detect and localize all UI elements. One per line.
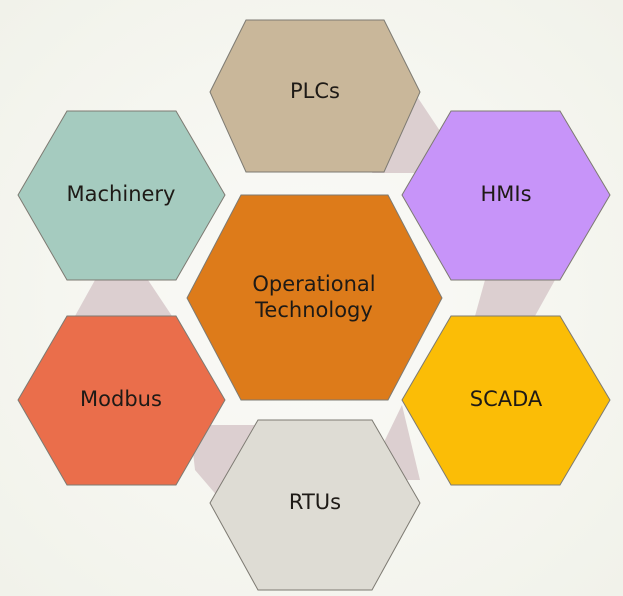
- hex-label: PLCs: [290, 79, 340, 103]
- hex-label: HMIs: [480, 182, 531, 206]
- hex-plcs: PLCs: [209, 19, 421, 173]
- hex-modbus: Modbus: [17, 315, 226, 486]
- hex-label: Modbus: [80, 387, 162, 411]
- hex-rtus: RTUs: [209, 419, 421, 591]
- connector-modbus-machinery: [75, 280, 172, 316]
- connector-hmis-scada: [475, 280, 555, 316]
- connector-rtus-modbus: [190, 425, 260, 505]
- hex-scada: SCADA: [401, 315, 611, 486]
- hex-label: Machinery: [67, 182, 176, 206]
- center-label-line2: Technology: [254, 298, 373, 322]
- hex-label: SCADA: [470, 387, 543, 411]
- hex-machinery: Machinery: [17, 110, 226, 281]
- center-label-line1: Operational: [252, 272, 375, 296]
- hex-center-operational-technology: Operational Technology: [186, 194, 443, 401]
- hex-label: RTUs: [289, 490, 341, 514]
- hex-hmis: HMIs: [401, 110, 611, 281]
